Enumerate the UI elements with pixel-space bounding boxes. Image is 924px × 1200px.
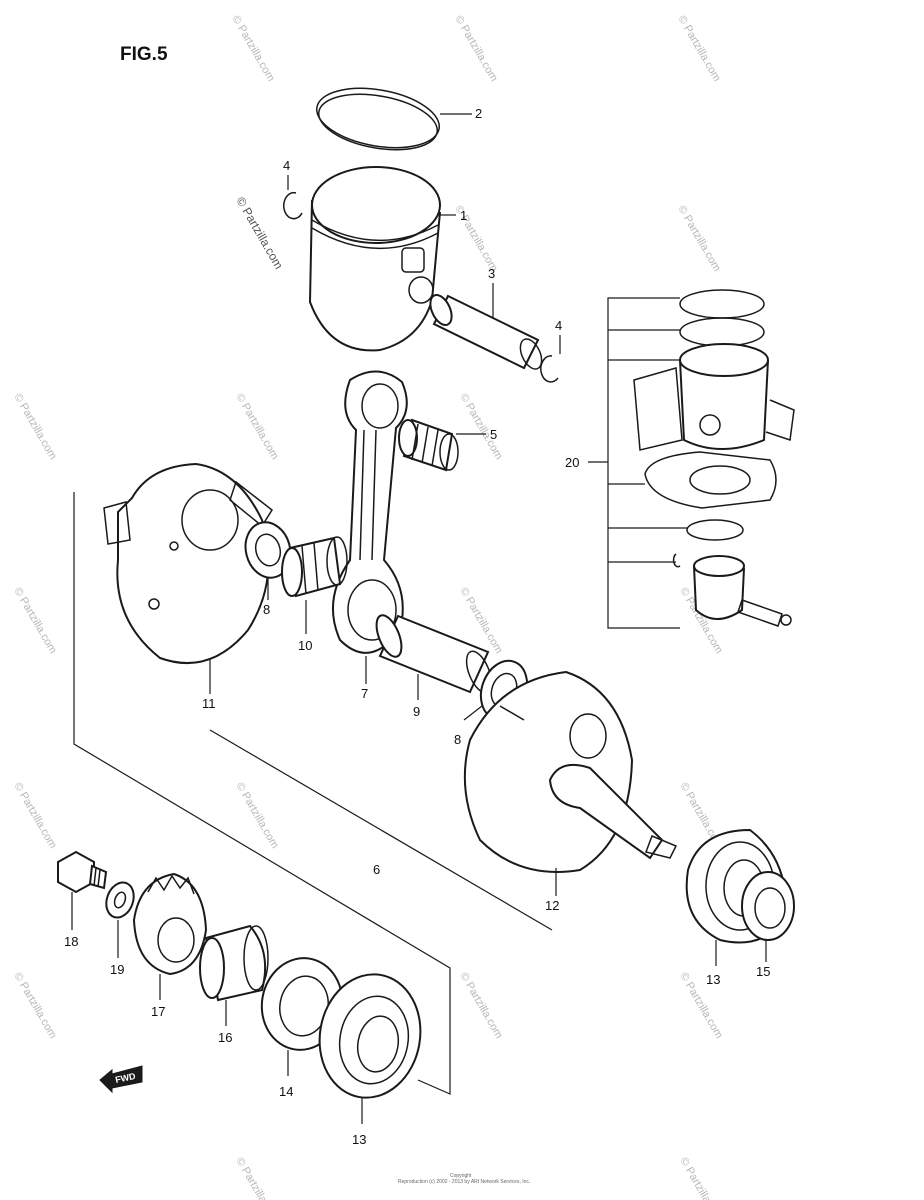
part-15-oil-seal[interactable]	[741, 871, 795, 941]
part-12-crank-half-right[interactable]	[463, 670, 678, 873]
callout-2: 2	[475, 106, 482, 121]
watermark: © Partzilla.com	[233, 392, 280, 462]
part-4-circlip-right[interactable]	[540, 355, 559, 383]
callout-8a: 8	[263, 602, 270, 617]
callout-13a: 13	[352, 1132, 366, 1147]
callout-7: 7	[361, 686, 368, 701]
callout-11: 11	[202, 696, 216, 711]
watermark-dark: © Partzilla.com	[233, 195, 286, 272]
callout-17: 17	[151, 1004, 165, 1019]
callout-20: 20	[565, 455, 579, 470]
part-17-primary-drive-gear[interactable]	[132, 872, 208, 976]
watermark: © Partzilla.com	[229, 14, 276, 84]
figure-title: FIG.5	[120, 44, 168, 65]
bracket-mid	[209, 729, 553, 931]
callout-12: 12	[545, 898, 559, 913]
watermark: © Partzilla.com	[233, 1156, 280, 1200]
callout-16: 16	[218, 1030, 232, 1045]
callout-19: 19	[110, 962, 124, 977]
watermark: © Partzilla.com	[677, 1156, 724, 1200]
part-3-piston-pin[interactable]	[426, 292, 546, 373]
watermark: © Partzilla.com	[11, 586, 58, 656]
callout-6: 6	[373, 862, 380, 877]
part-20-cylinder-kit[interactable]	[633, 289, 795, 627]
part-8-washer-left[interactable]	[240, 517, 297, 582]
part-13-bearing-bottom[interactable]	[310, 966, 430, 1105]
fwd-label: FWD	[114, 1071, 137, 1085]
part-18-bolt[interactable]	[57, 850, 108, 894]
part-5-needle-bearing[interactable]	[398, 418, 459, 472]
callout-14: 14	[279, 1084, 293, 1099]
watermark: © Partzilla.com	[675, 204, 722, 274]
callout-5: 5	[490, 427, 497, 442]
callout-13b: 13	[706, 972, 720, 987]
part-7-connecting-rod[interactable]	[331, 370, 408, 654]
fwd-arrow: FWD	[99, 1065, 143, 1094]
watermark: © Partzilla.com	[675, 14, 722, 84]
callout-18: 18	[64, 934, 78, 949]
watermark: © Partzilla.com	[457, 392, 504, 462]
callout-3: 3	[488, 266, 495, 281]
callout-4a: 4	[283, 158, 290, 173]
part-11-crank-half-left[interactable]	[103, 462, 273, 665]
part-1-piston[interactable]	[308, 166, 441, 352]
part-2-piston-ring[interactable]	[312, 80, 444, 158]
part-10-needle-bearing-big[interactable]	[281, 536, 348, 598]
part-19-washer[interactable]	[102, 879, 139, 922]
footer-copyright: Copyright	[450, 1173, 472, 1179]
callout-9: 9	[413, 704, 420, 719]
footer-reproduction: Reproduction (c) 2002 - 2013 by ARI Netw…	[398, 1179, 530, 1185]
callout-10: 10	[298, 638, 312, 653]
watermark: © Partzilla.com	[452, 14, 499, 84]
watermark: © Partzilla.com	[11, 392, 58, 462]
part-4-circlip[interactable]	[282, 191, 303, 220]
part-9-crank-pin[interactable]	[371, 612, 496, 696]
callout-15: 15	[756, 964, 770, 979]
part-16-spacer[interactable]	[199, 924, 269, 1002]
watermark: © Partzilla.com	[11, 971, 58, 1041]
watermark: © Partzilla.com	[11, 781, 58, 851]
callout-1: 1	[460, 208, 467, 223]
watermark: © Partzilla.com	[457, 971, 504, 1041]
callout-4b: 4	[555, 318, 562, 333]
callout-8b: 8	[454, 732, 461, 747]
bracket-left	[73, 492, 451, 1095]
watermark: © Partzilla.com	[233, 781, 280, 851]
